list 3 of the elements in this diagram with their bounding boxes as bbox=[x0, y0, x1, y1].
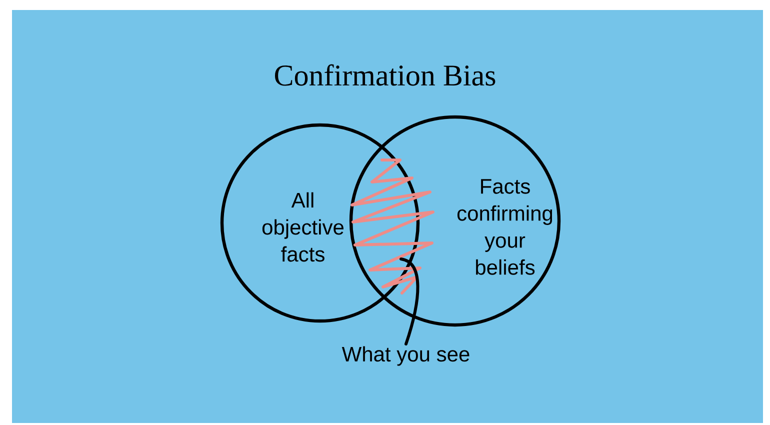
caption-text: What you see bbox=[342, 346, 470, 366]
title: Confirmation Bias bbox=[275, 64, 496, 86]
leader-line bbox=[400, 258, 420, 346]
